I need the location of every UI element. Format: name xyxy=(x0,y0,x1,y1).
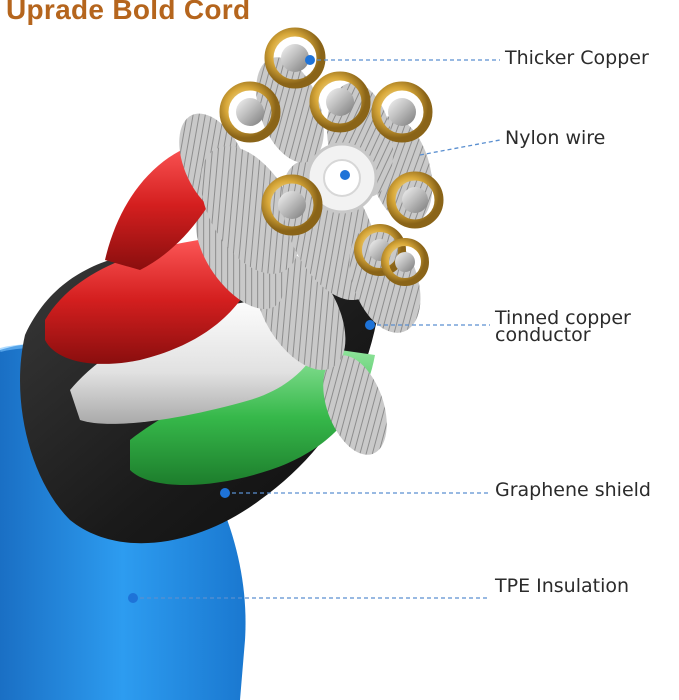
dot-marker-tpe xyxy=(128,593,138,603)
dot-marker-nylon-wire xyxy=(340,170,350,180)
callout-tpe-insulation: TPE Insulation xyxy=(495,578,629,595)
dot-marker-graphene xyxy=(220,488,230,498)
callout-tinned-copper-line2: conductor xyxy=(495,327,631,344)
dot-marker-thicker-copper xyxy=(305,55,315,65)
page-title: Uprade Bold Cord xyxy=(6,0,250,26)
dot-marker-tinned-copper xyxy=(365,320,375,330)
leader-line-nylon-wire xyxy=(420,140,500,155)
callout-graphene-shield: Graphene shield xyxy=(495,482,651,499)
callout-nylon-wire: Nylon wire xyxy=(505,130,605,147)
callout-thicker-copper: Thicker Copper xyxy=(505,50,649,67)
callout-tinned-copper-conductor: Tinned copper conductor xyxy=(495,310,631,344)
